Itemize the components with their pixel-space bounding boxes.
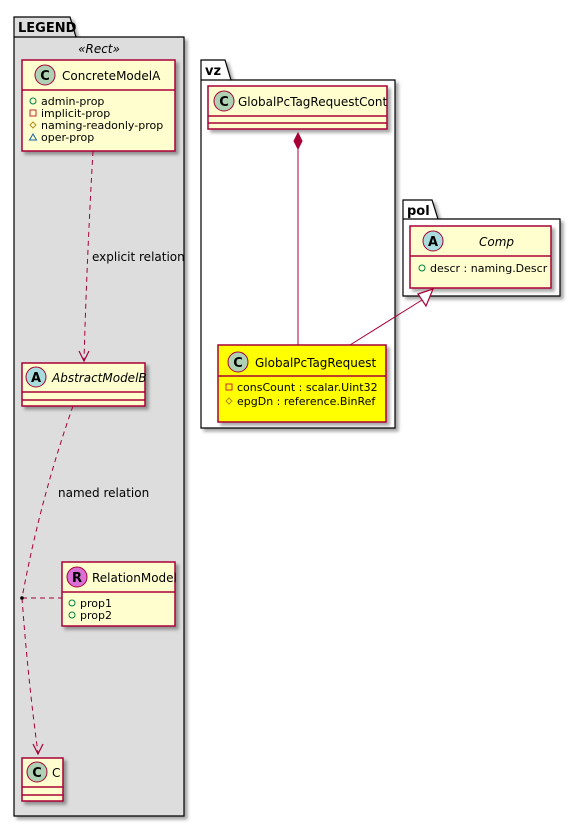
class-comp[interactable]: A Comp descr : naming.Descr: [409, 225, 552, 289]
svg-text:A: A: [428, 235, 438, 250]
svg-text:implicit-prop: implicit-prop: [41, 107, 110, 120]
class-c-icon: [227, 351, 249, 373]
generalization-edge: [349, 288, 435, 346]
svg-text:R: R: [72, 571, 82, 586]
abstract-a-icon: [422, 230, 444, 252]
class-global-pc-tag-request-cont[interactable]: C GlobalPcTagRequestCont: [207, 85, 388, 130]
public-visibility-icon: [418, 264, 426, 272]
class-c-icon: [26, 761, 48, 783]
public-visibility-icon: [29, 97, 37, 105]
public-visibility-icon: [68, 611, 76, 619]
svg-text:descr : naming.Descr: descr : naming.Descr: [430, 262, 548, 275]
comp-name: Comp: [479, 235, 514, 249]
svg-text:prop2: prop2: [80, 609, 112, 622]
abstract-model-b-name: AbstractModelB: [51, 371, 147, 385]
class-c-icon: [34, 64, 56, 86]
class-c[interactable]: C C: [21, 757, 64, 802]
explicit-relation-label: explicit relation: [92, 250, 185, 264]
public-visibility-icon: [68, 599, 76, 607]
c-model-name: C: [52, 766, 60, 780]
concrete-model-a-name: ConcreteModelA: [62, 69, 161, 83]
svg-text:C: C: [233, 356, 243, 371]
svg-text:A: A: [31, 371, 41, 386]
package-visibility-icon: [28, 133, 38, 141]
named-relation-edge: named relation: [20, 405, 149, 756]
private-visibility-icon: [29, 109, 37, 117]
svg-text:prop1: prop1: [80, 597, 112, 610]
private-visibility-icon: [225, 383, 233, 391]
composition-edge: [293, 131, 303, 345]
svg-text:epgDn : reference.BinRef: epgDn : reference.BinRef: [237, 395, 376, 408]
vz-title: vz: [205, 64, 221, 79]
class-global-pc-tag-request[interactable]: C GlobalPcTagRequest consCount : scalar.…: [217, 344, 387, 423]
explicit-relation-edge: explicit relation: [78, 150, 185, 363]
relation-model-name: RelationModel: [92, 571, 177, 585]
svg-text:naming-readonly-prop: naming-readonly-prop: [41, 119, 163, 132]
svg-text:consCount : scalar.Uint32: consCount : scalar.Uint32: [237, 381, 378, 394]
global-pc-tag-request-name: GlobalPcTagRequest: [255, 356, 376, 370]
relation-r-icon: [66, 566, 88, 588]
class-abstract-model-b[interactable]: A AbstractModelB: [21, 362, 147, 407]
svg-text:admin-prop: admin-prop: [41, 95, 104, 108]
protected-visibility-icon: [225, 397, 233, 405]
protected-visibility-icon: [29, 121, 37, 129]
svg-text:C: C: [219, 95, 229, 110]
named-relation-label: named relation: [58, 486, 149, 500]
pol-title: pol: [407, 204, 430, 219]
class-relation-model[interactable]: R RelationModel prop1 prop2: [61, 561, 177, 627]
svg-text:C: C: [40, 69, 50, 84]
svg-text:C: C: [32, 766, 42, 781]
abstract-a-icon: [25, 366, 47, 388]
legend-title: LEGEND: [18, 21, 77, 36]
global-pc-tag-request-cont-name: GlobalPcTagRequestCont: [238, 95, 387, 109]
class-c-icon: [213, 90, 235, 112]
legend-stereotype: «Rect»: [78, 42, 120, 56]
svg-text:oper-prop: oper-prop: [41, 131, 94, 144]
class-concrete-model-a[interactable]: C ConcreteModelA admin-prop implicit-pro…: [21, 59, 176, 152]
